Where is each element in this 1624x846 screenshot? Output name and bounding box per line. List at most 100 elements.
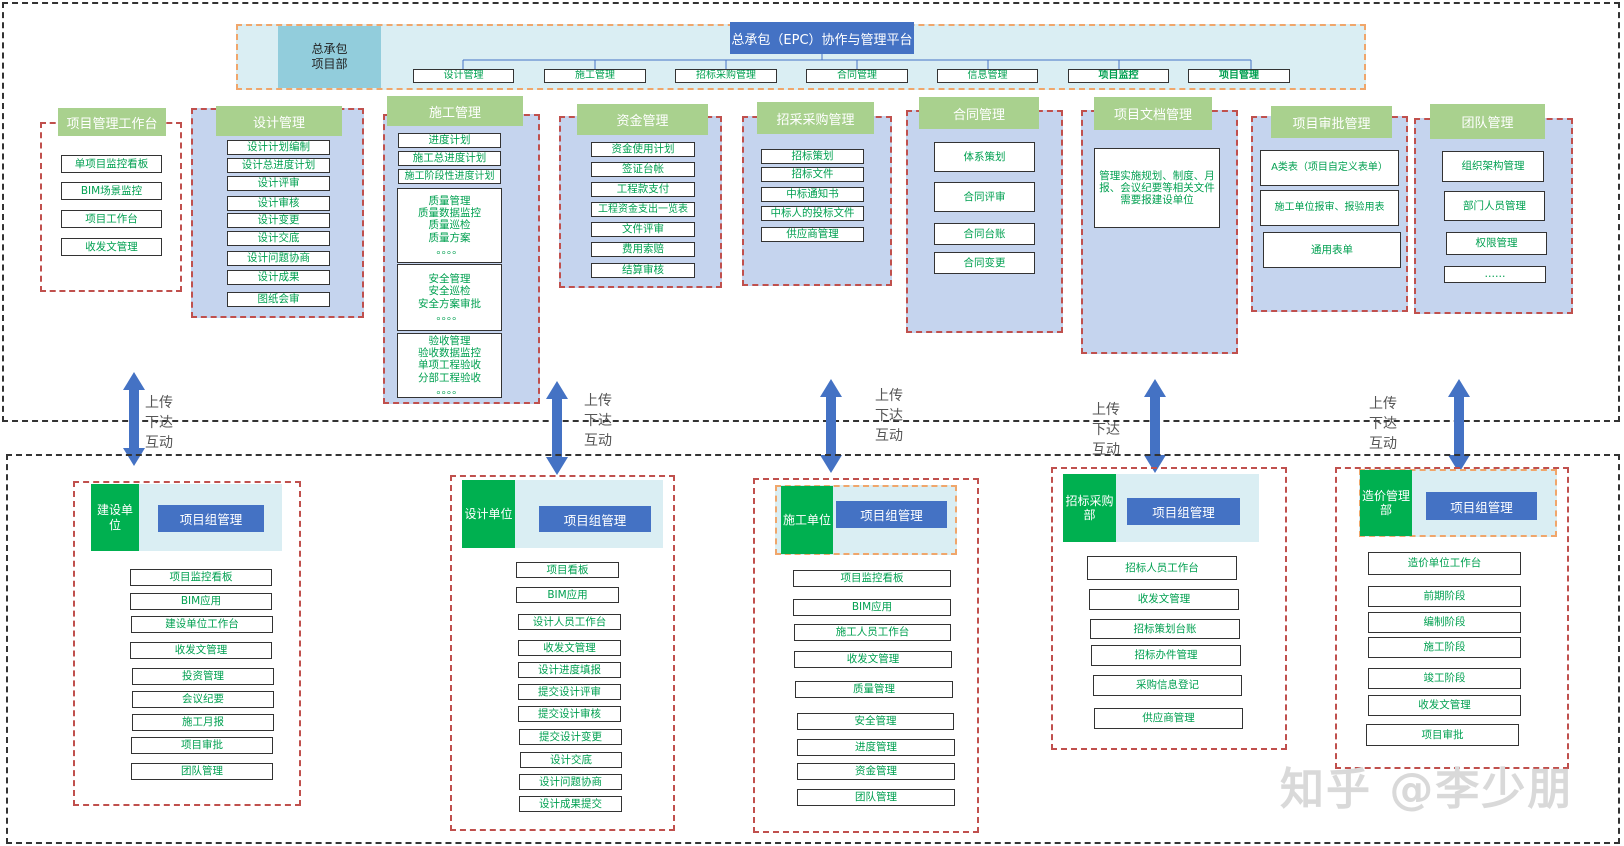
funds-item[interactable]: 文件评审 <box>591 222 695 237</box>
design-item[interactable]: 设计变更 <box>227 213 330 228</box>
submodule-design[interactable]: 设计管理 <box>413 69 514 83</box>
unit-designer-item[interactable]: 提交设计评审 <box>518 684 621 700</box>
approval-item[interactable]: A类表（项目自定义表单） <box>1260 150 1399 186</box>
unit-designer-item[interactable]: 提交设计审核 <box>518 706 621 722</box>
funds-item[interactable]: 签证台帐 <box>591 162 695 177</box>
unit-procurement-mgmt-button[interactable]: 项目组管理 <box>1127 498 1240 525</box>
module-approval-title[interactable]: 项目审批管理 <box>1271 106 1392 138</box>
module-funds-title[interactable]: 资金管理 <box>577 104 708 135</box>
submodule-project[interactable]: 项目管理 <box>1188 69 1290 83</box>
safety-group[interactable]: 安全管理 安全巡检 安全方案审批 。。。。 <box>397 264 502 331</box>
design-item[interactable]: 设计交底 <box>227 231 330 246</box>
approval-item[interactable]: 通用表单 <box>1263 232 1401 268</box>
funds-item[interactable]: 工程款支付 <box>591 182 695 197</box>
unit-owner-item[interactable]: 会议纪要 <box>132 691 274 708</box>
approval-item[interactable]: 施工单位报审、报验用表 <box>1260 190 1399 226</box>
unit-owner-item[interactable]: 投资管理 <box>132 668 274 685</box>
unit-contractor-item[interactable]: 团队管理 <box>797 789 955 806</box>
unit-procurement-item[interactable]: 采购信息登记 <box>1093 675 1242 696</box>
procurement-item[interactable]: 中标人的投标文件 <box>761 206 864 221</box>
design-item[interactable]: 设计问题协商 <box>227 251 330 266</box>
unit-cost-item[interactable]: 竣工阶段 <box>1368 668 1521 689</box>
unit-cost-item[interactable]: 造价单位工作台 <box>1368 552 1521 575</box>
contract-item[interactable]: 体系策划 <box>934 142 1035 172</box>
unit-owner-item[interactable]: 项目监控看板 <box>130 569 272 586</box>
acceptance-group[interactable]: 验收管理 验收数据监控 单项工程验收 分部工程验收 。。。。 <box>397 333 502 398</box>
unit-contractor-item[interactable]: 质量管理 <box>795 681 953 698</box>
module-docs-title[interactable]: 项目文档管理 <box>1094 97 1212 130</box>
unit-designer-item[interactable]: 提交设计变更 <box>519 729 622 745</box>
module-workbench-title[interactable]: 项目管理工作台 <box>58 108 166 136</box>
unit-contractor-item[interactable]: 收发文管理 <box>794 651 952 668</box>
unit-designer-item[interactable]: 设计成果提交 <box>519 796 622 812</box>
docs-description[interactable]: 管理实施规划、制度、月报、会议纪要等相关文件需要报建设单位 <box>1094 148 1220 228</box>
funds-item[interactable]: 资金使用计划 <box>591 142 695 157</box>
design-item[interactable]: 设计评审 <box>227 176 330 191</box>
submodule-monitor[interactable]: 项目监控 <box>1068 69 1169 83</box>
procurement-item[interactable]: 中标通知书 <box>761 187 864 202</box>
unit-cost-item[interactable]: 前期阶段 <box>1368 586 1521 607</box>
unit-contractor-item[interactable]: 施工人员工作台 <box>794 624 951 641</box>
construction-item[interactable]: 施工阶段性进度计划 <box>398 169 501 184</box>
module-procurement-title[interactable]: 招采采购管理 <box>757 102 874 134</box>
design-item[interactable]: 设计成果 <box>227 270 330 285</box>
unit-cost-item[interactable]: 收发文管理 <box>1368 695 1521 716</box>
unit-designer-item[interactable]: 设计人员工作台 <box>518 614 621 630</box>
unit-designer-item[interactable]: 收发文管理 <box>518 640 621 656</box>
procurement-item[interactable]: 招标策划 <box>761 149 864 164</box>
unit-designer-item[interactable]: 设计问题协商 <box>519 774 622 790</box>
unit-cost-mgmt-button[interactable]: 项目组管理 <box>1426 492 1537 520</box>
procurement-item[interactable]: 招标文件 <box>761 167 864 182</box>
unit-procurement-item[interactable]: 招标策划台账 <box>1090 619 1240 639</box>
submodule-construction[interactable]: 施工管理 <box>544 69 646 83</box>
unit-cost-item[interactable]: 施工阶段 <box>1368 637 1521 658</box>
unit-owner-item[interactable]: 项目审批 <box>131 737 273 754</box>
platform-title[interactable]: 总承包（EPC）协作与管理平台 <box>730 22 914 54</box>
workbench-item[interactable]: 项目工作台 <box>61 210 162 228</box>
quality-group[interactable]: 质量管理 质量数据监控 质量巡检 质量方案 。。。。 <box>397 188 502 263</box>
unit-owner-item[interactable]: 施工月报 <box>132 714 274 731</box>
unit-cost-item[interactable]: 编制阶段 <box>1368 612 1521 633</box>
unit-contractor-mgmt-button[interactable]: 项目组管理 <box>836 501 947 528</box>
workbench-item[interactable]: 收发文管理 <box>61 238 162 256</box>
module-contract-title[interactable]: 合同管理 <box>919 97 1039 129</box>
unit-contractor-item[interactable]: 资金管理 <box>797 763 955 780</box>
team-item[interactable]: 权限管理 <box>1446 232 1547 255</box>
team-item[interactable]: 组织架构管理 <box>1442 151 1544 182</box>
unit-owner-item[interactable]: 团队管理 <box>131 763 273 780</box>
unit-designer-item[interactable]: BIM应用 <box>516 587 619 603</box>
unit-contractor-item[interactable]: 项目监控看板 <box>793 570 951 587</box>
unit-designer-item[interactable]: 项目看板 <box>516 562 619 578</box>
unit-owner-item[interactable]: BIM应用 <box>130 593 272 610</box>
funds-item[interactable]: 工程资金支出一览表 <box>591 202 695 217</box>
team-item[interactable]: …… <box>1444 266 1546 283</box>
funds-item[interactable]: 费用索赔 <box>591 242 695 257</box>
unit-designer-item[interactable]: 设计交底 <box>520 752 622 768</box>
unit-procurement-item[interactable]: 供应商管理 <box>1094 708 1243 729</box>
module-team-title[interactable]: 团队管理 <box>1430 104 1545 139</box>
submodule-info[interactable]: 信息管理 <box>937 69 1038 83</box>
submodule-contract[interactable]: 合同管理 <box>806 69 908 83</box>
unit-owner-mgmt-button[interactable]: 项目组管理 <box>158 505 264 532</box>
unit-cost-item[interactable]: 项目审批 <box>1366 724 1519 746</box>
workbench-item[interactable]: BIM场景监控 <box>61 182 162 200</box>
unit-owner-item[interactable]: 建设单位工作台 <box>131 616 273 633</box>
workbench-item[interactable]: 单项目监控看板 <box>61 155 162 173</box>
contract-item[interactable]: 合同台账 <box>934 223 1035 245</box>
unit-designer-mgmt-button[interactable]: 项目组管理 <box>539 506 651 532</box>
module-design-title[interactable]: 设计管理 <box>216 106 342 136</box>
unit-procurement-item[interactable]: 招标办件管理 <box>1091 645 1241 666</box>
unit-procurement-item[interactable]: 招标人员工作台 <box>1087 556 1237 580</box>
design-item[interactable]: 设计总进度计划 <box>227 158 330 173</box>
funds-item[interactable]: 结算审核 <box>591 263 695 278</box>
submodule-procurement[interactable]: 招标采购管理 <box>675 69 777 83</box>
procurement-item[interactable]: 供应商管理 <box>761 227 864 242</box>
design-item[interactable]: 设计审核 <box>227 196 330 211</box>
unit-owner-item[interactable]: 收发文管理 <box>130 642 272 659</box>
design-item[interactable]: 图纸会审 <box>227 292 330 307</box>
construction-item[interactable]: 进度计划 <box>398 133 501 148</box>
contract-item[interactable]: 合同评审 <box>934 182 1035 212</box>
team-item[interactable]: 部门人员管理 <box>1444 191 1545 221</box>
design-item[interactable]: 设计计划编制 <box>227 140 330 155</box>
module-construction-title[interactable]: 施工管理 <box>387 96 523 126</box>
